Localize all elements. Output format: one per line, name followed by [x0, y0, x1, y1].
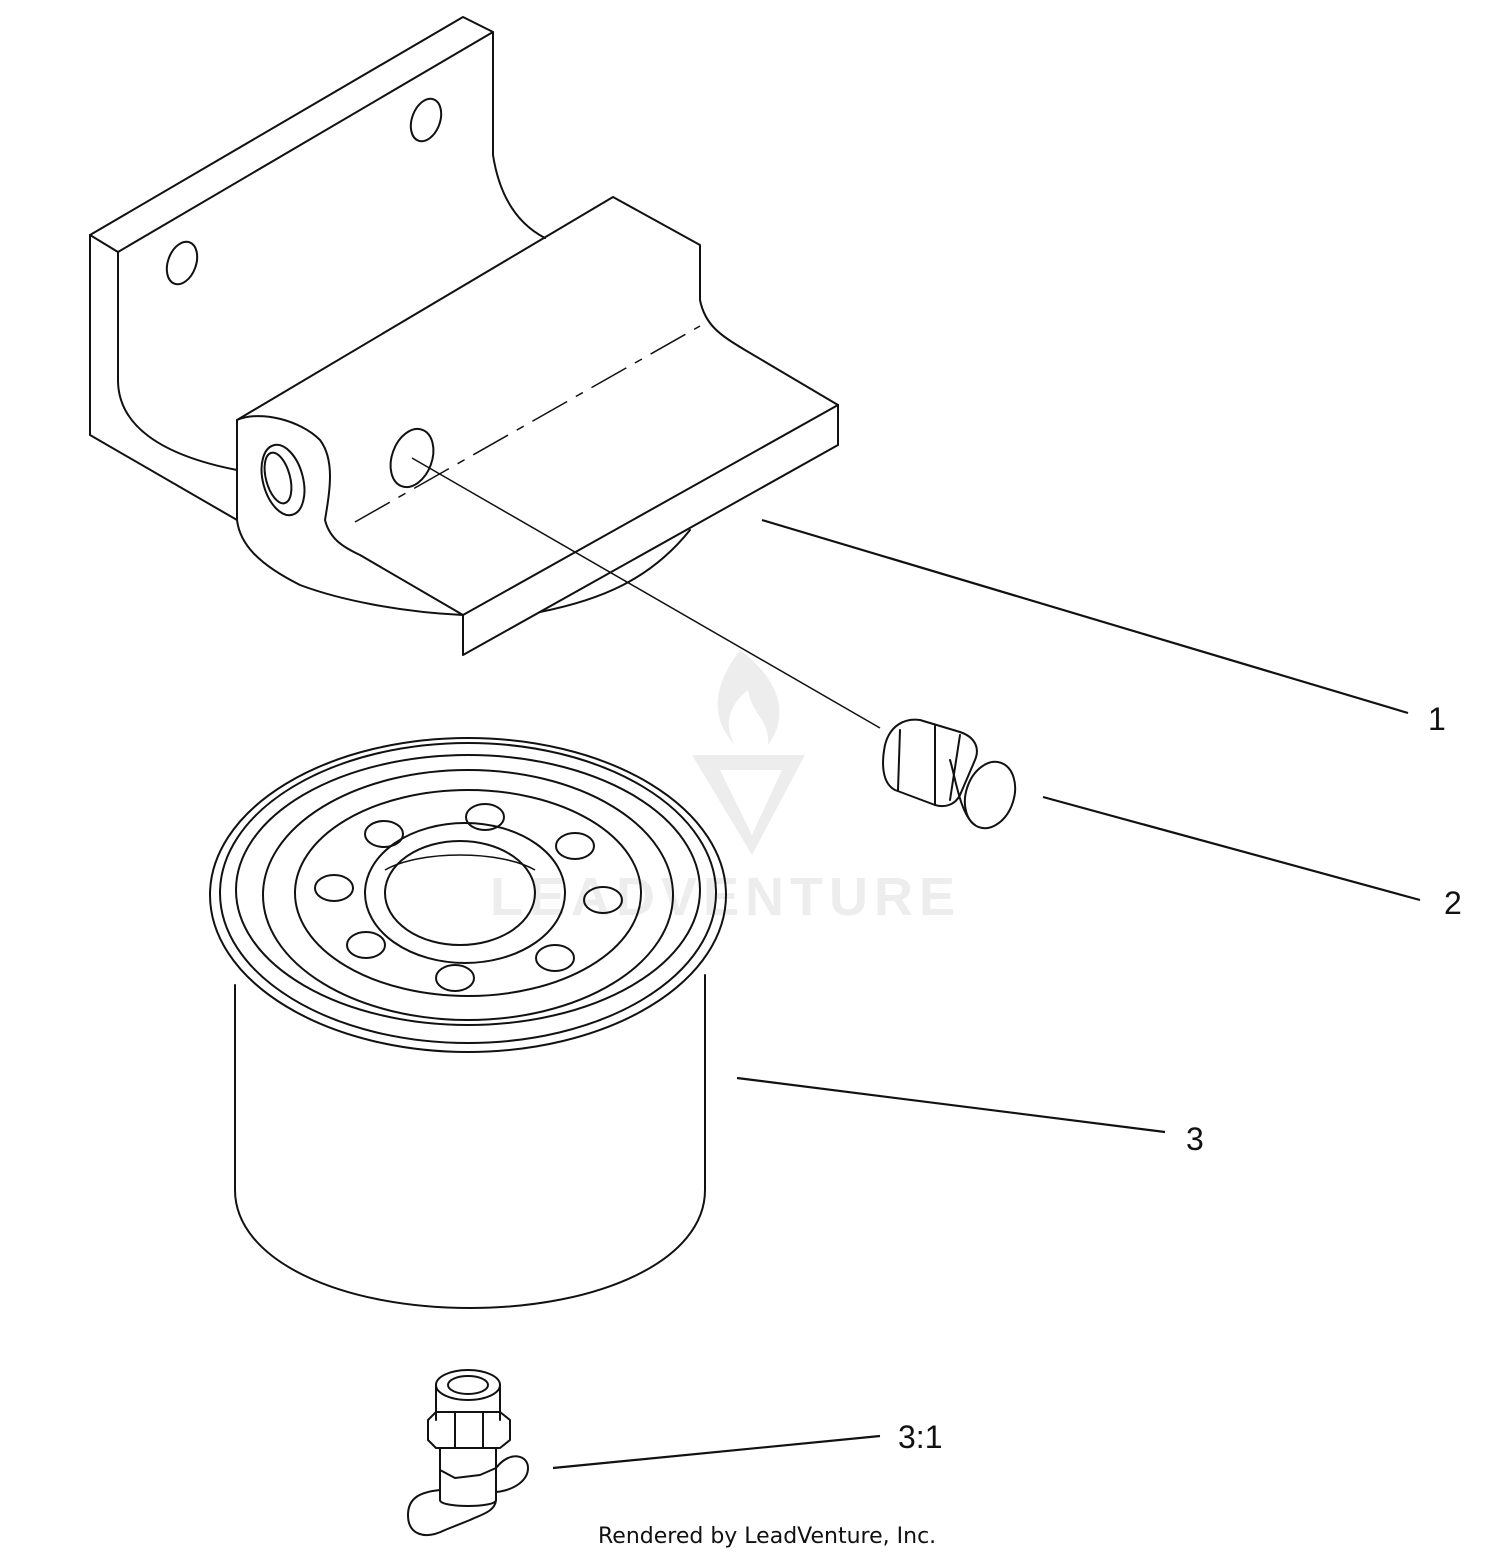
drain-valve: [407, 1369, 529, 1536]
callout-1: 1: [1428, 701, 1446, 737]
render-credit: Rendered by LeadVenture, Inc.: [598, 1524, 936, 1549]
filter-head-bracket: [89, 16, 881, 729]
leader-lines: [552, 518, 1421, 1470]
plug-fitting: [882, 718, 1017, 830]
callout-3: 3: [1186, 1121, 1204, 1157]
callout-2: 2: [1444, 885, 1462, 921]
filter-cartridge: [209, 737, 727, 1309]
callout-3-1: 3:1: [898, 1419, 942, 1455]
